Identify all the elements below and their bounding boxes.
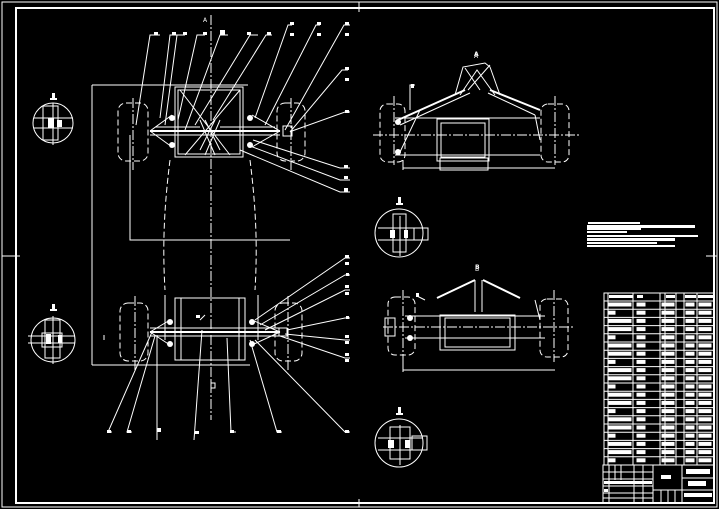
parts-list-table	[603, 292, 715, 466]
rear-view-label: B	[475, 264, 480, 271]
leader-lines-top	[135, 22, 350, 193]
front-view-label: A	[474, 51, 479, 58]
parts-list-rows	[604, 300, 714, 463]
detail-upper-left	[32, 93, 74, 145]
leader-lines-bottom	[107, 255, 350, 441]
detail-lower-left	[28, 304, 76, 364]
technical-notes	[587, 222, 698, 247]
svg-text:B: B	[475, 266, 479, 273]
plan-view: A	[91, 15, 306, 420]
title-block	[602, 464, 715, 504]
detail-mid-right	[374, 197, 429, 258]
svg-text:A: A	[474, 53, 479, 60]
svg-text:A: A	[203, 17, 208, 24]
rear-view-b: B	[383, 266, 575, 372]
detail-lower-right	[374, 407, 428, 468]
front-view-a: A	[373, 53, 580, 171]
